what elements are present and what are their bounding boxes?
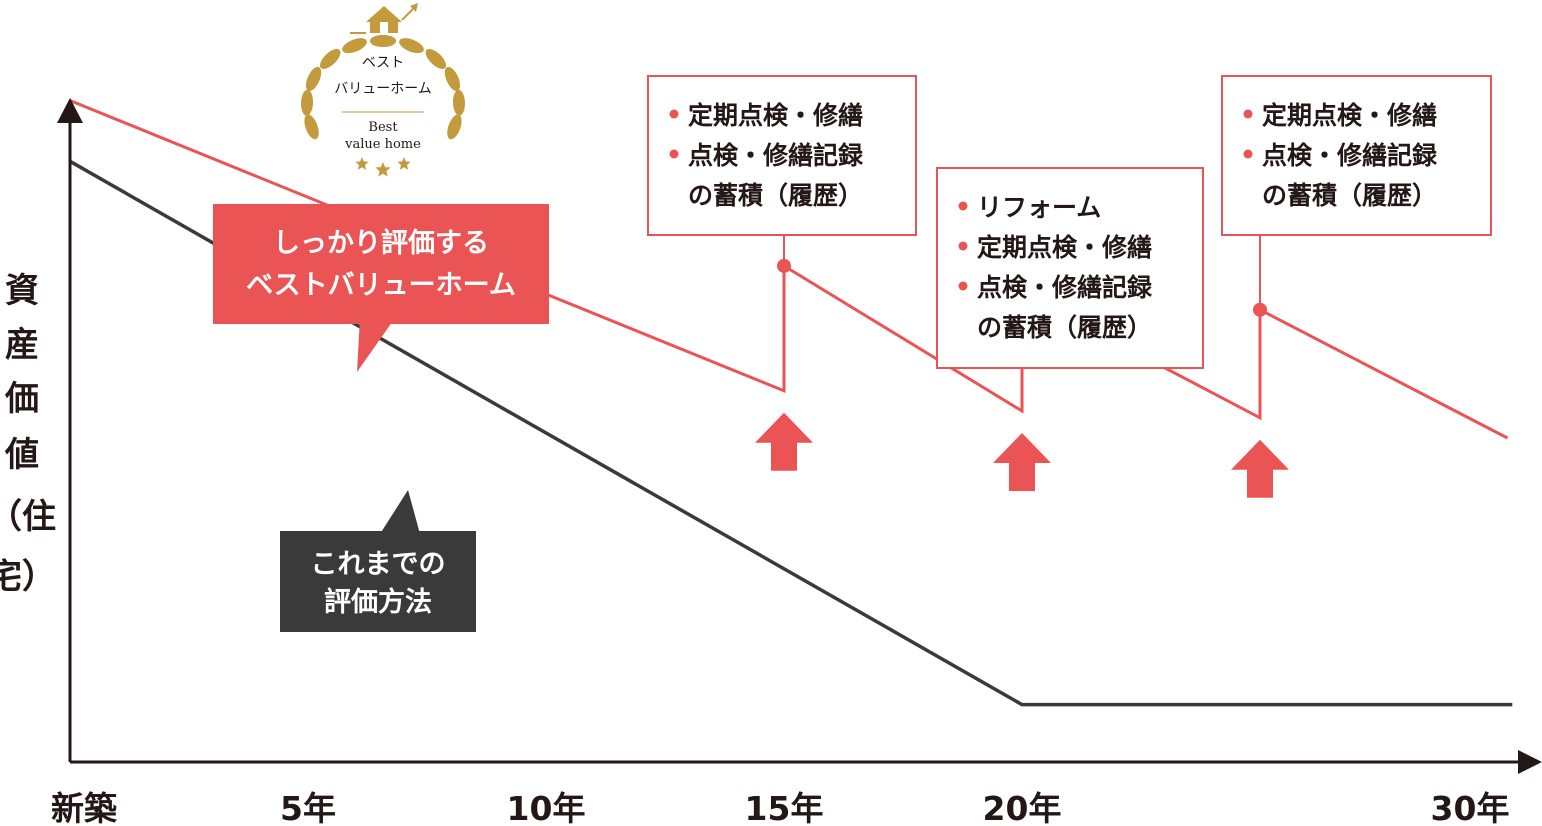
laurel-leaf-icon	[370, 35, 396, 47]
note-line: の蓄積（履歴）	[688, 181, 863, 210]
star-icon	[375, 162, 391, 177]
note-line: リフォーム	[977, 193, 1101, 222]
best-value-home-badge: ベストバリューホーム Best value home	[301, 3, 465, 177]
note-box	[1221, 75, 1492, 236]
house-arrow-icon	[366, 6, 402, 33]
axes	[57, 98, 1542, 774]
callout-old-text: 評価方法	[324, 586, 432, 618]
laurel-leaf-icon	[452, 89, 465, 116]
callout-tail	[357, 318, 395, 372]
callout-best-value-home	[213, 204, 549, 324]
up-arrow-icon	[1231, 439, 1289, 498]
bullet-dot-icon	[958, 241, 968, 251]
y-axis-label-char: 資	[5, 271, 39, 311]
series-line-conventional	[69, 159, 1513, 707]
laurel-leaf-icon	[301, 89, 314, 116]
x-tick-label: 新築	[51, 789, 118, 826]
y-axis-label-char: 値	[4, 435, 39, 475]
callout-old-text: これまでの	[311, 549, 446, 580]
star-icon	[355, 157, 369, 170]
callout-conventional	[280, 531, 476, 632]
y-axis-label-char: 産	[5, 325, 39, 365]
note-line: の蓄積（履歴）	[1262, 181, 1437, 210]
note-line: 定期点検・修繕	[977, 233, 1152, 262]
up-arrow-icon	[993, 433, 1051, 491]
x-tick-label: 5年	[280, 789, 336, 826]
badge-title-line1: ベスト	[362, 55, 404, 71]
laurel-leaf-icon	[444, 66, 461, 92]
bullet-dot-icon	[669, 149, 679, 159]
callout-tail	[380, 490, 420, 534]
x-tick-label: 20年	[983, 789, 1062, 826]
callout-best-text: しっかり評価する	[273, 227, 489, 259]
house-door	[380, 22, 388, 33]
laurel-leaf-icon	[342, 38, 367, 54]
badge-en-line2: value home	[344, 137, 421, 152]
star-icon	[397, 157, 411, 170]
note-box	[936, 167, 1204, 369]
laurel-leaf-icon	[399, 38, 424, 54]
x-tick-label: 10年	[507, 789, 586, 826]
laurel-leaf-icon	[447, 114, 462, 140]
growth-arrow-head	[410, 3, 418, 12]
event-marker	[1253, 302, 1267, 317]
y-axis-arrow-icon	[57, 98, 83, 123]
bullet-dot-icon	[958, 201, 968, 211]
note-line: 点検・修繕記録	[688, 141, 864, 170]
x-axis-arrow-icon	[1518, 750, 1542, 774]
note-line: 点検・修繕記録	[977, 273, 1153, 302]
laurel-leaf-icon	[319, 48, 341, 69]
note-line: の蓄積（履歴）	[977, 313, 1152, 342]
badge-en-line1: Best	[368, 120, 398, 135]
bullet-dot-icon	[1243, 109, 1253, 119]
event-notes: 定期点検・修繕点検・修繕記録の蓄積（履歴）リフォーム定期点検・修繕点検・修繕記録…	[647, 75, 1492, 369]
up-arrow-icon	[755, 412, 813, 471]
note-line: 定期点検・修繕	[688, 101, 863, 130]
y-axis-label-char: （住	[0, 497, 56, 537]
y-axis-label-char: 価	[4, 379, 39, 419]
laurel-leaf-icon	[305, 66, 322, 92]
bullet-dot-icon	[958, 281, 968, 291]
x-tick-labels: 新築 5年 10年 15年 20年 30年	[51, 789, 1509, 826]
note-box	[647, 75, 917, 236]
badge-title-line2: バリューホーム	[334, 81, 432, 97]
note-line: 定期点検・修繕	[1262, 101, 1437, 130]
event-marker	[777, 258, 791, 273]
bullet-dot-icon	[669, 109, 679, 119]
laurel-leaf-icon	[425, 48, 447, 69]
y-axis-label-char: 宅）	[0, 557, 56, 597]
laurel-leaf-icon	[304, 114, 319, 140]
bullet-dot-icon	[1243, 149, 1253, 159]
note-line: 点検・修繕記録	[1262, 141, 1438, 170]
x-tick-label: 15年	[745, 789, 824, 826]
x-tick-label: 30年	[1431, 789, 1510, 826]
callout-best-text: ベストバリューホーム	[246, 270, 516, 301]
